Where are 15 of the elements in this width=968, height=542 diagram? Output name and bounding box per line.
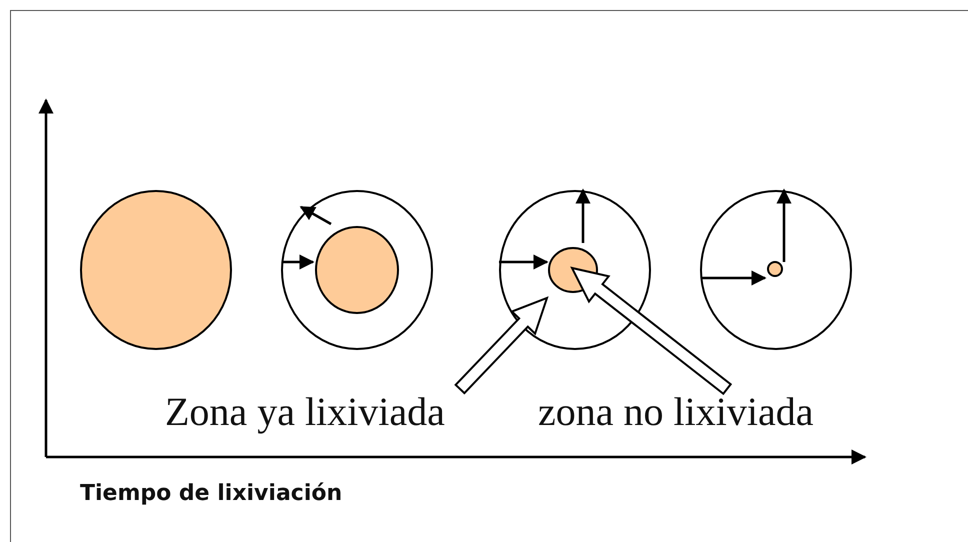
zone-label: zona no lixiviada <box>538 392 814 432</box>
zone-label: Zona ya lixiviada <box>165 392 445 432</box>
radius-arrow <box>701 270 766 286</box>
pointer-arrow <box>570 266 732 396</box>
leached-zone-circle <box>281 190 433 350</box>
pointer-arrow <box>454 296 549 395</box>
unleached-core-circle <box>315 226 399 314</box>
axis-title: Tiempo de lixiviación <box>80 481 342 506</box>
radius-arrow <box>499 254 548 270</box>
radius-arrow <box>776 188 792 262</box>
leached-zone-circle <box>700 190 852 350</box>
radius-arrow <box>283 254 314 270</box>
particle-circle <box>80 190 232 350</box>
unleached-core-circle <box>767 261 783 277</box>
radius-arrow <box>576 188 590 243</box>
